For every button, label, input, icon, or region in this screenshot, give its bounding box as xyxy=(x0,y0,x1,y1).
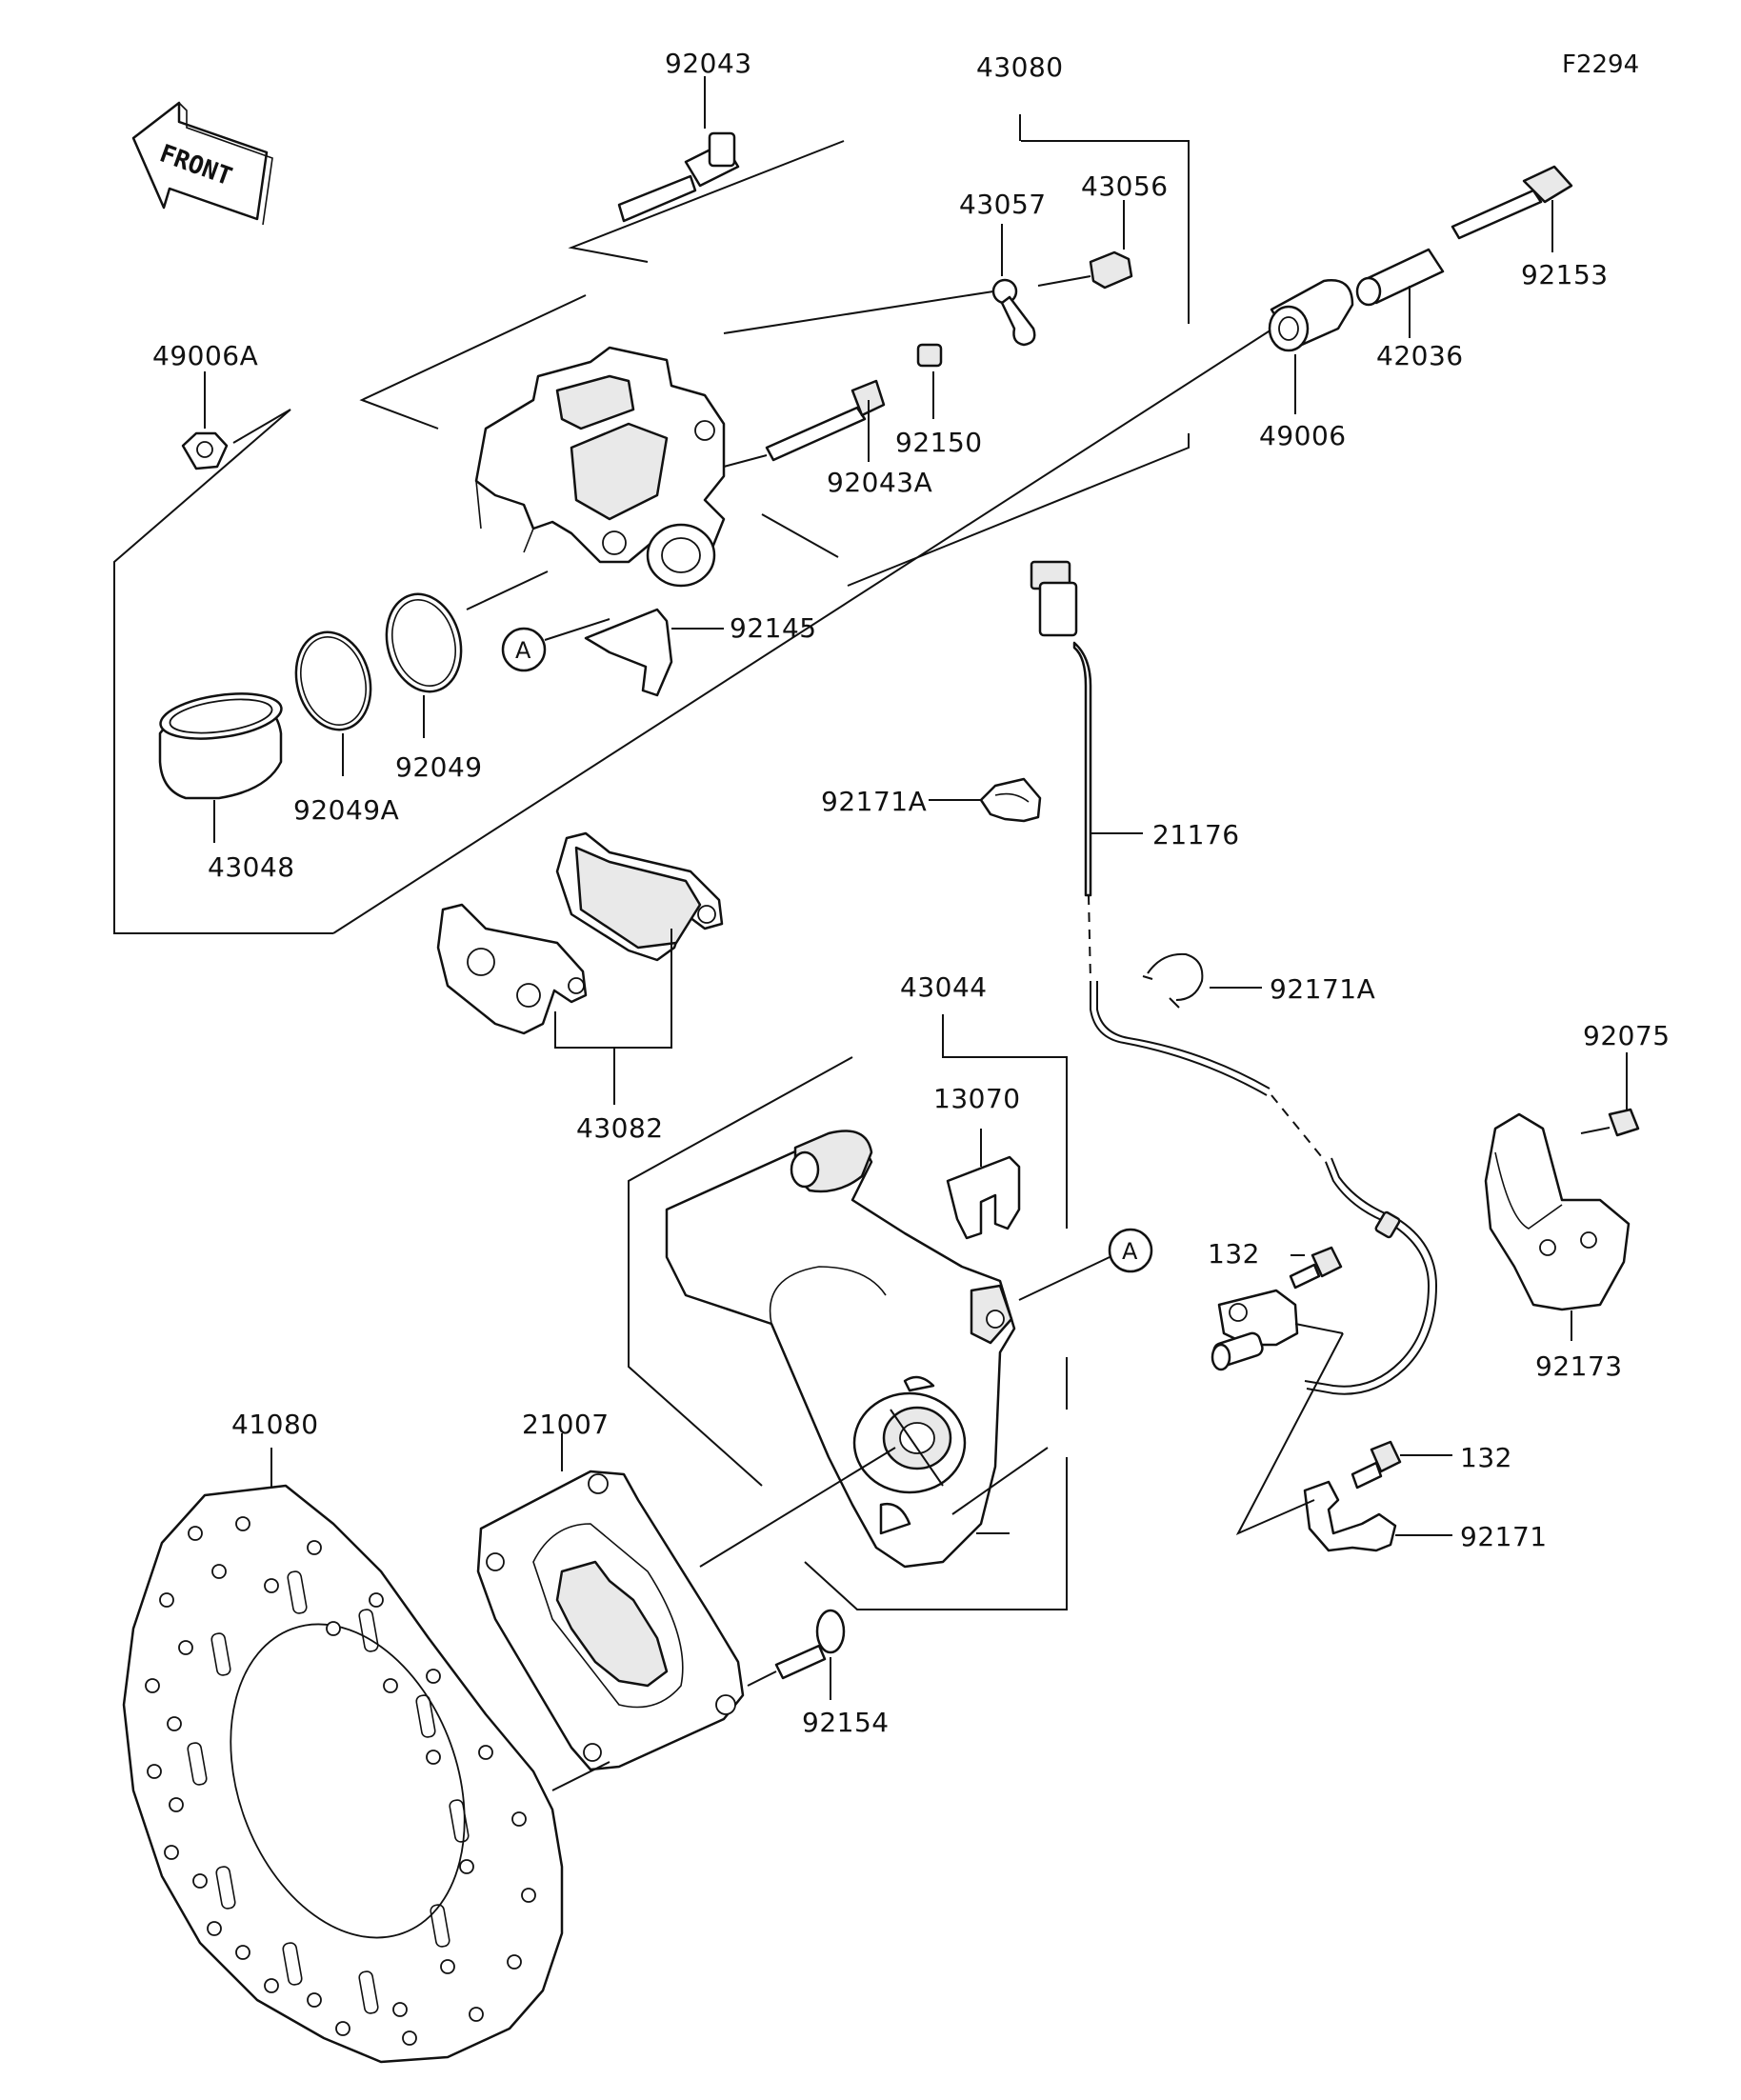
clip-92171A-lower xyxy=(1142,952,1262,1009)
bolt-92154 xyxy=(747,1609,846,1700)
label-132-upper: 132 xyxy=(1208,1238,1260,1270)
label-92049: 92049 xyxy=(395,751,483,783)
label-43082: 43082 xyxy=(576,1112,664,1144)
label-92171A-lower: 92171A xyxy=(1270,973,1375,1005)
label-92154: 92154 xyxy=(802,1707,890,1738)
wheel-speed-sensor xyxy=(1211,1289,1344,1371)
clip-13070 xyxy=(946,1129,1021,1240)
ref-marker-a-lower: A xyxy=(1108,1228,1153,1273)
caliper-bracket-43044 xyxy=(665,1130,1111,1569)
label-21007: 21007 xyxy=(522,1409,610,1440)
label-43048: 43048 xyxy=(208,851,295,883)
figure-code: F2294 xyxy=(1562,50,1639,79)
svg-text:A: A xyxy=(1122,1238,1138,1265)
brake-pads-43082 xyxy=(436,831,724,1105)
label-92153: 92153 xyxy=(1521,259,1609,290)
label-92171: 92171 xyxy=(1460,1521,1548,1552)
label-92043: 92043 xyxy=(665,48,752,79)
label-41080: 41080 xyxy=(231,1409,319,1440)
label-43080: 43080 xyxy=(976,51,1064,83)
brake-disc-41080 xyxy=(122,1448,610,2064)
seal-92049A xyxy=(294,630,372,776)
cap-43057 xyxy=(723,224,1036,347)
abs-rotor-21007 xyxy=(476,1433,896,1771)
seal-92049 xyxy=(385,592,463,738)
bolt-92153 xyxy=(1451,165,1573,252)
spring-92145 xyxy=(584,608,724,697)
sensor-lead-21176 xyxy=(1030,560,1438,1395)
caliper-group-bracket xyxy=(113,114,1296,934)
label-43044: 43044 xyxy=(900,971,988,1003)
sensor-leader-lines xyxy=(1235,1332,1344,1536)
bleeder-43056 xyxy=(1037,200,1133,290)
part-labels: 92043 43080 43057 43056 92153 42036 4900… xyxy=(152,48,1671,1738)
label-leaders xyxy=(951,1447,1049,1534)
bolt-132-upper xyxy=(1289,1246,1343,1290)
guard-92173 xyxy=(1484,1112,1631,1341)
piston-43048 xyxy=(158,692,283,843)
bracket-group-43044 xyxy=(628,1014,1068,1610)
label-42036: 42036 xyxy=(1376,340,1464,371)
label-92145: 92145 xyxy=(730,612,817,644)
bolt-92075 xyxy=(1580,1052,1640,1137)
label-92150: 92150 xyxy=(895,427,983,458)
label-49006A: 49006A xyxy=(152,340,258,371)
sleeve-42036 xyxy=(1355,248,1445,338)
caliper-body xyxy=(474,346,726,588)
label-92171A-upper: 92171A xyxy=(821,786,927,817)
label-92173: 92173 xyxy=(1535,1350,1623,1382)
label-92049A: 92049A xyxy=(293,794,399,826)
bolt-92043 xyxy=(617,76,740,223)
front-arrow-icon: FRONT xyxy=(131,101,273,226)
ref-marker-a-top: A xyxy=(501,618,610,672)
label-43057: 43057 xyxy=(959,189,1047,220)
nut-49006A xyxy=(181,371,291,470)
label-49006: 49006 xyxy=(1259,420,1347,451)
label-92075: 92075 xyxy=(1583,1020,1671,1051)
label-132-lower: 132 xyxy=(1460,1442,1512,1473)
label-92043A: 92043A xyxy=(827,467,932,498)
plug-92150 xyxy=(916,343,943,419)
clip-92171 xyxy=(1303,1480,1452,1552)
label-43056: 43056 xyxy=(1081,170,1169,202)
bolt-132-lower xyxy=(1351,1440,1452,1490)
label-21176: 21176 xyxy=(1152,819,1240,850)
pin-92043A xyxy=(723,379,886,468)
clip-92171A-upper xyxy=(929,777,1042,823)
svg-text:A: A xyxy=(515,637,531,664)
boot-49006 xyxy=(1268,279,1354,414)
label-13070: 13070 xyxy=(933,1083,1021,1114)
